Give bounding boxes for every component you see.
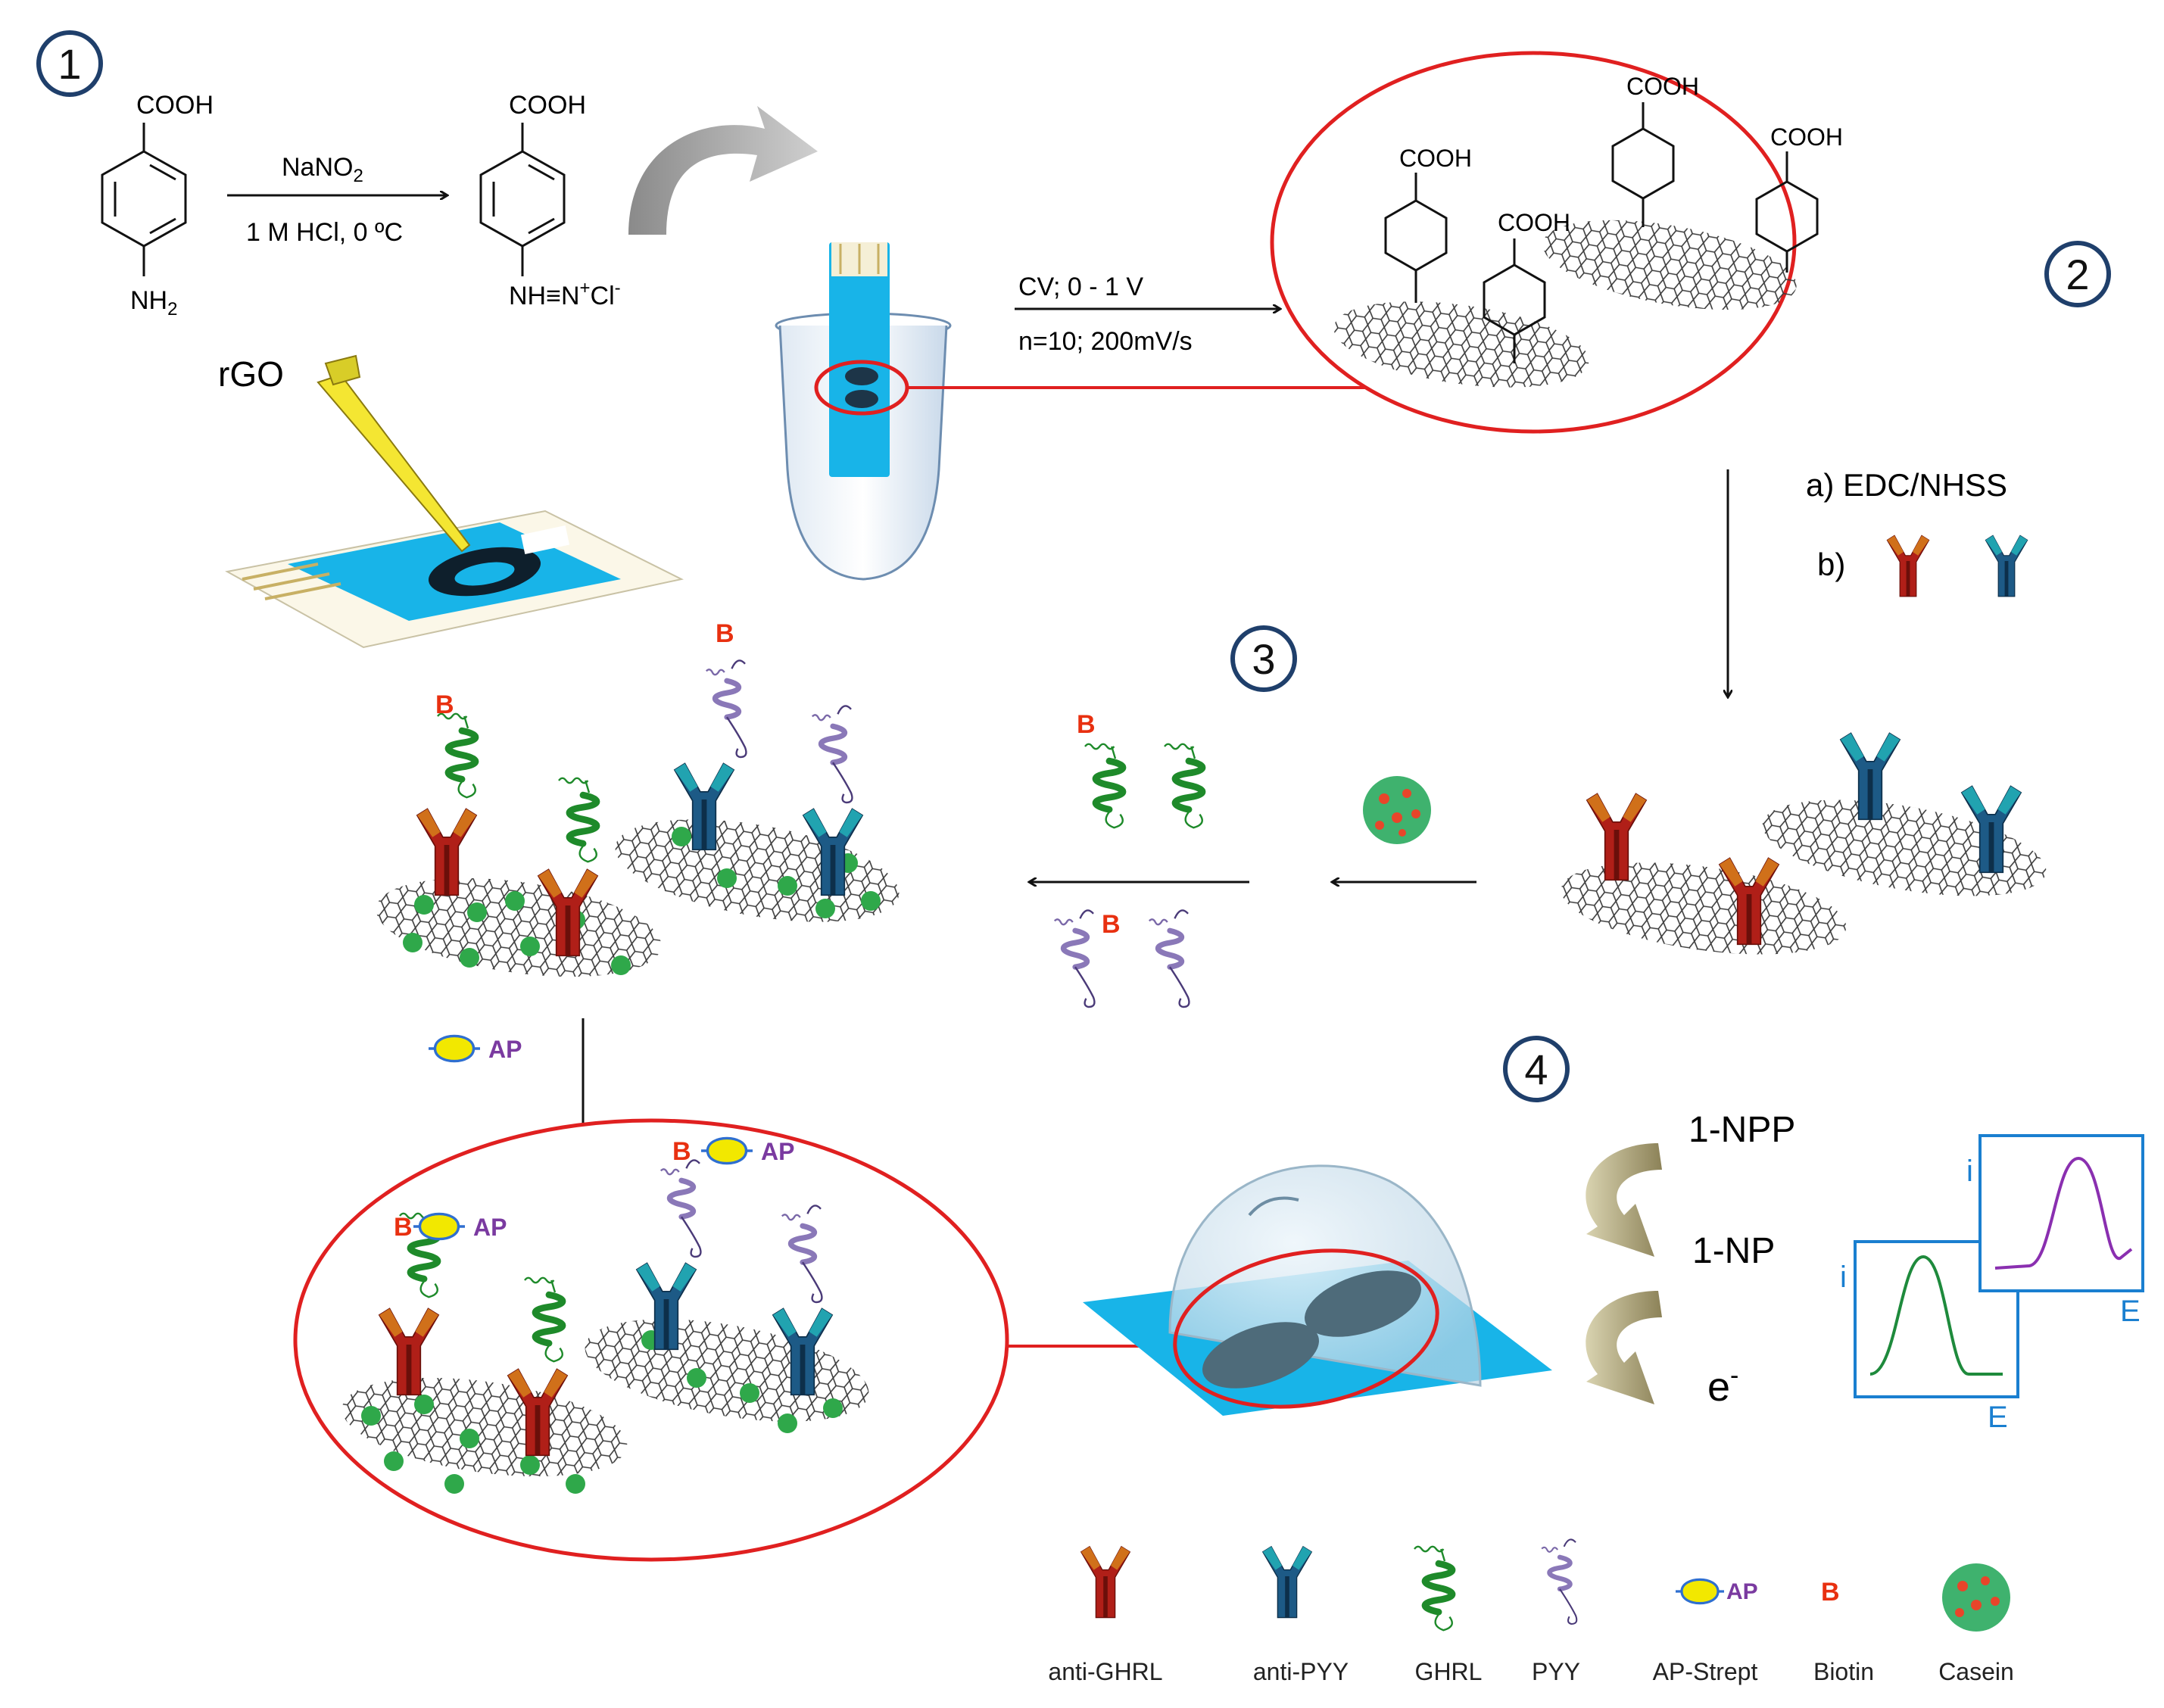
antibody-addition-label: b) (1817, 547, 1845, 582)
ap-label: AP (473, 1214, 507, 1241)
voltammogram-potential-label: E (1988, 1401, 2008, 1434)
anti-ghrl-antibody-icon (1886, 535, 1930, 597)
aminobenzoic-acid-structure (101, 123, 187, 276)
legend-pyy-icon (1542, 1539, 1576, 1624)
biotinylated-targets (1055, 744, 1202, 1007)
biotin-marker: B (1102, 910, 1121, 939)
captured-target-surface (376, 660, 900, 977)
legend-anti-ghrl-icon (1080, 1546, 1130, 1619)
cooh-label: COOH (1399, 145, 1472, 172)
voltammogram-potential-label: E (2120, 1295, 2141, 1328)
legend-anti-pyy-icon (1262, 1546, 1312, 1619)
immunocomplex-surface-zoom (293, 1118, 1009, 1562)
cooh-label: COOH (1626, 73, 1699, 100)
legend-biotin-icon: B (1821, 1578, 1840, 1607)
legend-label-ghrl: GHRL (1414, 1658, 1483, 1685)
product-cooh-label: COOH (509, 91, 586, 120)
reactant-nh2-label: NH2 (130, 286, 177, 319)
pipette-icon (316, 354, 471, 553)
biotin-marker: B (394, 1213, 413, 1242)
curved-transfer-arrow-icon (628, 106, 818, 235)
legend-ghrl-icon (1414, 1547, 1452, 1630)
legend-label-ap-strept: AP-Strept (1652, 1658, 1758, 1685)
reagent-hcl-label: 1 M HCl, 0 ºC (246, 218, 403, 247)
legend-label-biotin: Biotin (1813, 1658, 1875, 1685)
legend-ap-strept-icon (1674, 1578, 1726, 1605)
cv-conditions-line2: n=10; 200mV/s (1018, 327, 1193, 356)
enzymatic-reaction-arrows (1586, 1143, 1662, 1404)
diazonium-salt-structure (479, 123, 566, 276)
legend: AP B (1080, 1539, 2010, 1632)
product-1np-label: 1-NP (1692, 1231, 1775, 1271)
biotin-marker: B (435, 690, 454, 719)
carboxyl-functionalized-surface-zoom: COOH COOH COOH COOH (1270, 51, 1843, 434)
rgo-label: rGO (218, 354, 284, 394)
legend-label-anti-pyy: anti-PYY (1252, 1658, 1349, 1685)
step-1-badge: 1 (36, 30, 103, 97)
ap-strept-icon (427, 1034, 482, 1063)
legend-ap-label: AP (1726, 1579, 1758, 1604)
voltammogram-current-label: i (1966, 1155, 1973, 1188)
cooh-label: COOH (1498, 209, 1570, 236)
casein-icon (1363, 776, 1431, 844)
antibody-modified-surface (1561, 732, 2047, 955)
electrochemical-cell-tube (775, 242, 1378, 581)
edc-nhss-label: a) EDC/NHSS (1806, 467, 2007, 503)
ap-label: AP (761, 1138, 794, 1165)
electron-label: e- (1707, 1361, 1738, 1410)
voltammogram-pyy (1978, 1134, 2144, 1292)
anti-pyy-antibody-icon (1985, 535, 2028, 597)
reaction-scheme: COOH NH2 NaNO2 1 M HCl, 0 ºC COOH NH≡N+C… (101, 91, 621, 319)
cooh-label: COOH (1770, 123, 1843, 151)
ap-label: AP (488, 1036, 522, 1063)
screen-printed-electrode (225, 510, 684, 649)
cv-conditions-line1: CV; 0 - 1 V (1018, 273, 1143, 301)
voltammogram-current-label: i (1840, 1261, 1847, 1294)
biotin-marker: B (1077, 710, 1096, 739)
electrode-with-droplet (1083, 1164, 1552, 1416)
reagent-nano2-label: NaNO2 (282, 153, 363, 186)
step-3-badge: 3 (1230, 625, 1297, 692)
legend-casein-icon (1942, 1563, 2010, 1632)
product-diazonium-label: NH≡N+Cl- (509, 278, 621, 310)
step-2-badge: 2 (2044, 241, 2111, 307)
substrate-1npp-label: 1-NPP (1688, 1110, 1795, 1150)
reactant-cooh-label: COOH (136, 91, 214, 120)
legend-label-anti-ghrl: anti-GHRL (1048, 1658, 1163, 1685)
biotin-marker: B (716, 619, 734, 648)
legend-label-casein: Casein (1938, 1658, 2014, 1685)
legend-label-pyy: PYY (1531, 1658, 1581, 1685)
step-4-badge: 4 (1503, 1036, 1570, 1102)
biotin-marker: B (672, 1137, 691, 1166)
